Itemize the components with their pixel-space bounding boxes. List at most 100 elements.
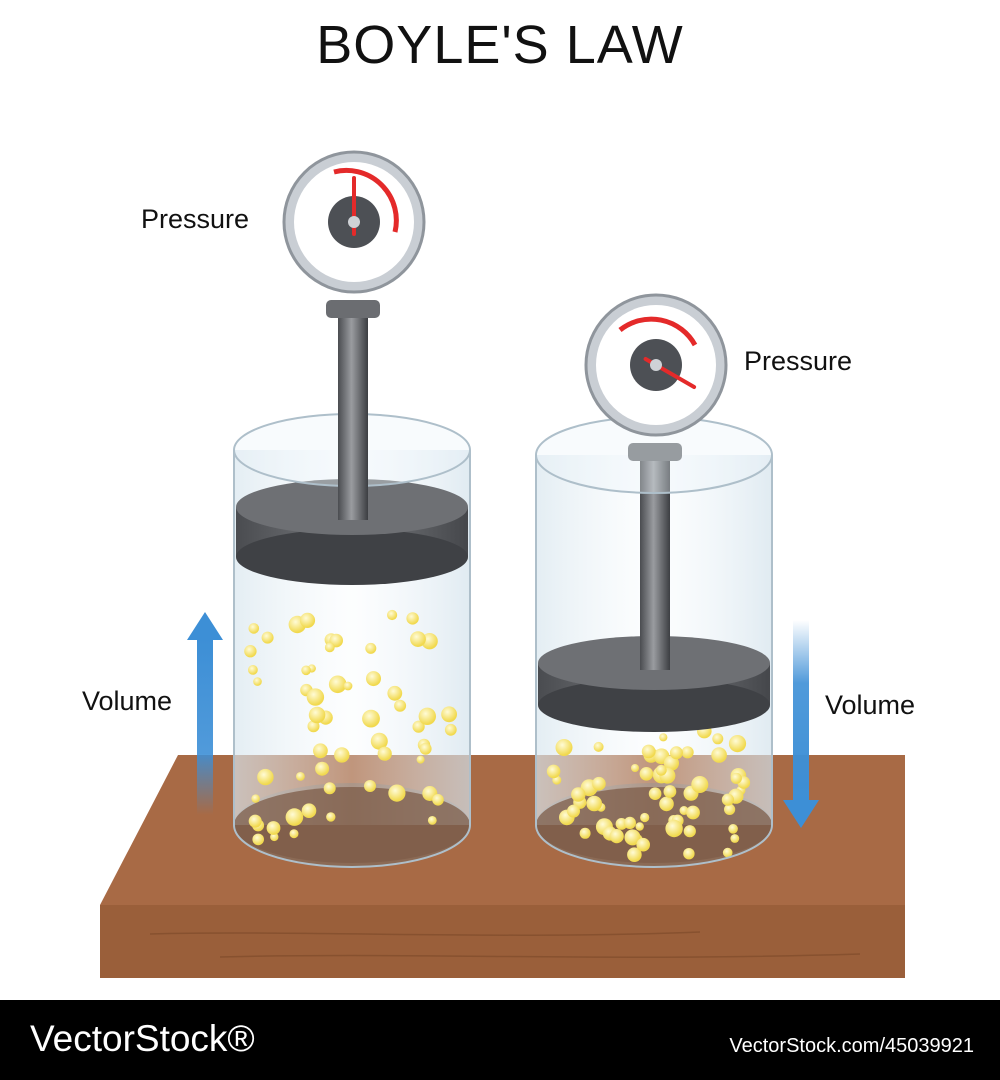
gas-particle	[366, 671, 381, 687]
gas-particle	[418, 707, 436, 725]
gas-particle	[640, 812, 650, 823]
gas-particle	[635, 822, 644, 831]
right-piston-rod	[628, 443, 682, 670]
gas-particle	[387, 685, 403, 701]
gas-particle	[364, 780, 376, 792]
gas-particle	[410, 631, 426, 647]
gas-particle	[712, 733, 724, 745]
brand-logo: VectorStock®	[30, 1018, 255, 1059]
right-pressure-gauge	[584, 293, 728, 437]
gas-particle	[306, 688, 325, 706]
gas-particle	[365, 642, 377, 654]
diagram-canvas	[100, 150, 905, 978]
gas-particle	[362, 709, 380, 728]
gas-particle	[419, 742, 432, 755]
gas-particle	[308, 706, 326, 724]
volume-up-arrow	[187, 612, 223, 815]
gas-particle	[683, 848, 695, 860]
gas-particle	[724, 803, 736, 816]
gas-particle	[334, 747, 350, 763]
left-pressure-gauge	[282, 150, 426, 294]
gas-particle	[555, 739, 573, 756]
diagram-title: BOYLE'S LAW	[316, 15, 684, 75]
gas-particle	[261, 631, 274, 644]
gas-particle	[444, 723, 457, 736]
left-volume-label: Volume	[82, 686, 173, 716]
gas-particle	[328, 675, 347, 694]
gas-particle	[301, 665, 311, 676]
gas-particle	[406, 612, 419, 625]
gas-particle	[324, 642, 335, 653]
gas-particle	[686, 805, 700, 820]
gas-particle	[663, 785, 677, 798]
left-gas-particles	[244, 609, 457, 846]
left-piston-rod	[326, 300, 380, 520]
gas-particle	[370, 732, 388, 750]
gas-particle	[416, 755, 425, 764]
gas-particle	[307, 720, 320, 733]
gas-particle	[639, 767, 654, 781]
gas-particle	[296, 772, 305, 781]
gas-particle	[387, 609, 398, 621]
gas-particle	[326, 812, 336, 822]
gas-particle	[592, 776, 606, 791]
left-pressure-label: Pressure	[141, 204, 250, 234]
gas-particle	[623, 816, 637, 830]
gas-particle	[722, 847, 733, 858]
footer-bar: VectorStock® VectorStock.com/45039921	[0, 1000, 1000, 1080]
gas-particle	[394, 699, 407, 712]
gas-particle	[641, 744, 656, 759]
gas-particle	[388, 784, 406, 802]
gas-particle	[579, 827, 591, 839]
gas-particle	[659, 733, 668, 742]
gas-particle	[248, 814, 262, 828]
gas-particle	[721, 793, 735, 806]
gas-particle	[270, 832, 279, 842]
gas-particle	[669, 746, 683, 760]
gas-particle	[665, 819, 683, 838]
gas-particle	[301, 803, 317, 818]
gas-particle	[586, 795, 602, 812]
gas-particle	[323, 782, 336, 795]
gas-particle	[248, 623, 260, 634]
gas-particle	[663, 755, 680, 771]
gas-particle	[683, 825, 696, 838]
gas-particle	[567, 804, 580, 818]
wooden-table	[100, 755, 905, 978]
gas-particle	[624, 829, 641, 846]
gas-particle	[730, 772, 742, 784]
gas-particle	[631, 764, 639, 772]
gas-particle	[251, 794, 260, 803]
gas-particle	[266, 821, 281, 835]
gas-particle	[313, 743, 328, 759]
gas-particle	[728, 735, 747, 753]
gas-particle	[257, 768, 274, 786]
gas-particle	[299, 612, 316, 629]
gas-particle	[252, 833, 264, 846]
gas-particle	[648, 787, 662, 800]
gas-particle	[248, 665, 258, 675]
gas-particle	[659, 796, 674, 812]
left-cylinder	[187, 150, 471, 868]
gas-particle	[593, 741, 604, 752]
gas-particle	[655, 764, 667, 776]
gas-particle	[244, 645, 257, 658]
gas-particle	[343, 681, 353, 691]
gas-particle	[730, 834, 740, 843]
gas-particle	[441, 706, 457, 723]
gas-particle	[571, 787, 586, 802]
gas-particle	[285, 808, 304, 826]
gas-particle	[728, 824, 738, 834]
gas-particle	[691, 776, 709, 793]
gas-particle	[681, 746, 694, 759]
gas-particle	[412, 720, 425, 733]
gas-particle	[289, 829, 299, 839]
right-gas-particles	[546, 723, 751, 862]
gas-particle	[636, 837, 650, 852]
gas-particle	[711, 747, 727, 763]
gas-particle	[432, 794, 444, 806]
right-volume-label: Volume	[825, 690, 916, 720]
right-pressure-label: Pressure	[744, 346, 853, 376]
gas-particle	[427, 816, 437, 825]
